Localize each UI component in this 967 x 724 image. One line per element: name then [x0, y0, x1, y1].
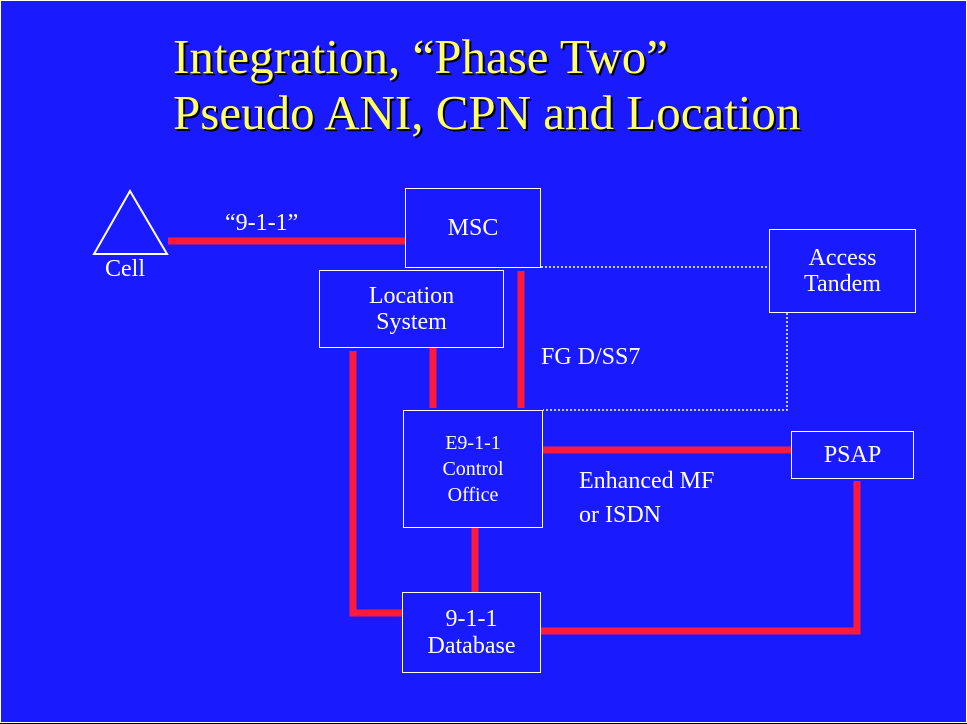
- title-line-1: Integration, “Phase Two”: [173, 29, 669, 84]
- psap-node: PSAP: [791, 431, 914, 479]
- location-system-node: Location System: [319, 270, 504, 348]
- database-label-line-1: 9-1-1: [445, 606, 498, 633]
- link-location-database: [349, 351, 402, 617]
- cell-msc-link-label: “9-1-1”: [225, 210, 299, 236]
- slide-title: Integration, “Phase Two” Pseudo ANI, CPN…: [173, 29, 800, 141]
- link-access-tandem-control-office: [543, 313, 788, 411]
- database-node: 9-1-1 Database: [402, 592, 541, 673]
- access-tandem-node: Access Tandem: [769, 229, 916, 313]
- control-office-label-line-3: Office: [447, 484, 499, 506]
- access-tandem-label-line-2: Tandem: [804, 271, 881, 297]
- msc-label: MSC: [447, 214, 499, 241]
- msc-node: MSC: [405, 188, 541, 268]
- cell-triangle-icon: [92, 189, 169, 255]
- database-label-line-2: Database: [427, 632, 516, 659]
- location-system-label-line-2: System: [376, 309, 447, 335]
- cell-label: Cell: [105, 256, 145, 282]
- msc-control-link-label: FG D/SS7: [541, 344, 641, 370]
- psap-label: PSAP: [823, 441, 882, 468]
- control-office-label-line-1: E9-1-1: [445, 432, 501, 454]
- control-psap-link-label-line-1: Enhanced MF: [579, 468, 715, 494]
- control-psap-link-label-line-2: or ISDN: [579, 502, 661, 528]
- access-tandem-label-line-1: Access: [808, 244, 877, 271]
- link-database-psap: [541, 481, 861, 635]
- control-office-label-line-2: Control: [442, 458, 504, 480]
- control-office-node: E9-1-1 Control Office: [403, 410, 543, 528]
- location-system-label-line-1: Location: [368, 282, 455, 309]
- title-line-2: Pseudo ANI, CPN and Location: [173, 85, 801, 140]
